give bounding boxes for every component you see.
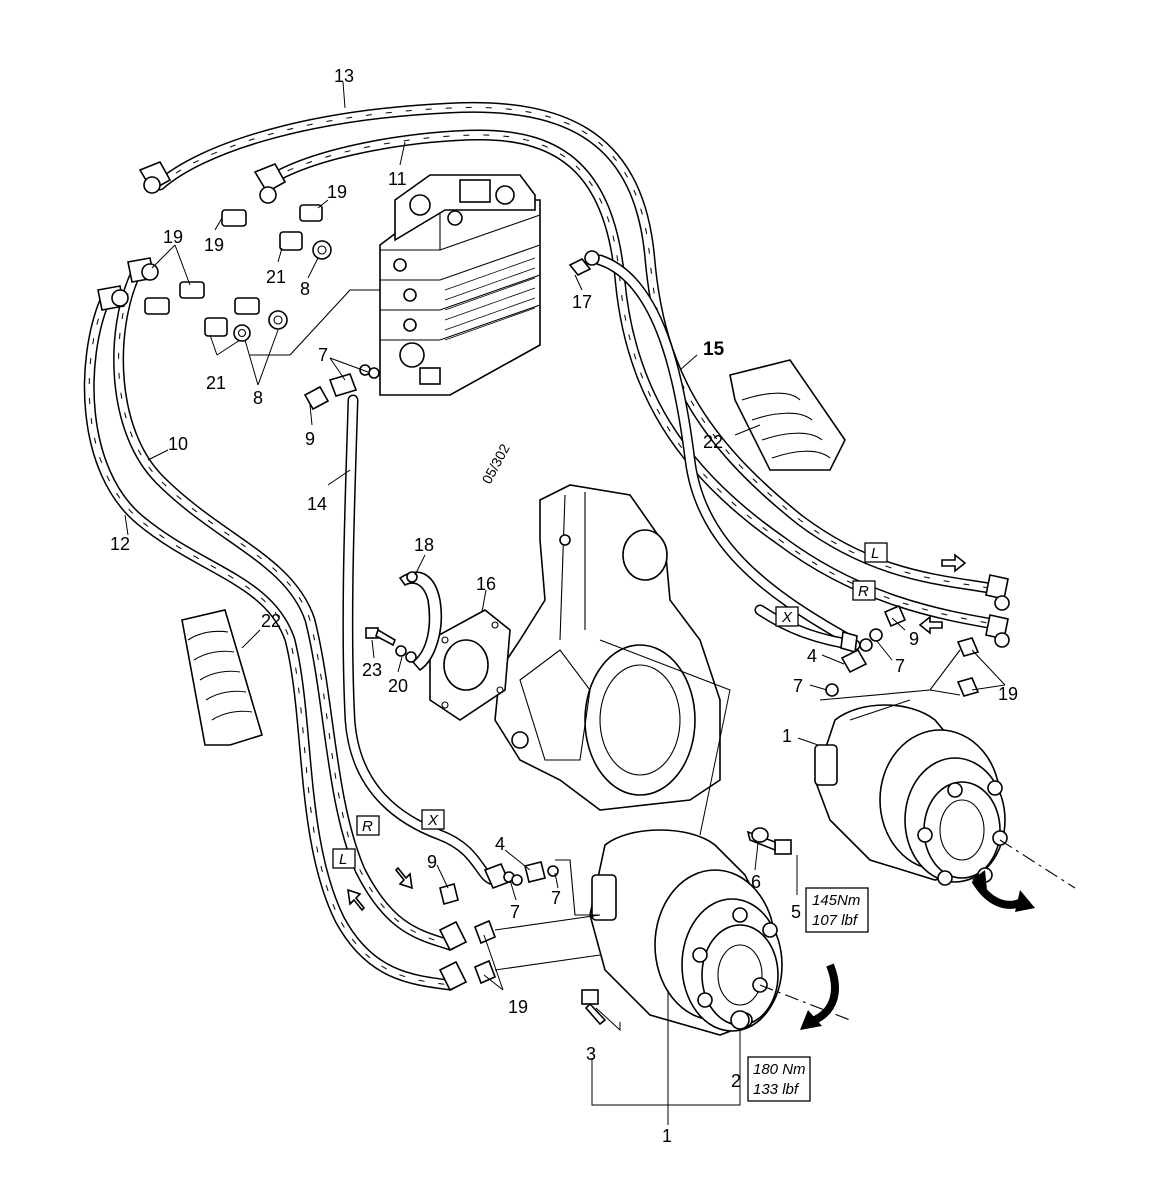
label-9-b: 9 xyxy=(909,629,919,649)
wheel-motor-right xyxy=(814,704,1076,889)
gasket-18 xyxy=(398,571,443,672)
label-23: 23 xyxy=(362,660,382,680)
label-6: 6 xyxy=(751,872,761,892)
hose-end-fittings xyxy=(97,160,1010,992)
hose-12 xyxy=(83,294,456,991)
port-tag-X-lower: X xyxy=(421,809,445,830)
label-19-a: 19 xyxy=(327,182,347,202)
label-21-a: 21 xyxy=(266,267,286,287)
label-13: 13 xyxy=(334,66,354,86)
label-19-d: 19 xyxy=(998,684,1018,704)
label-9-c: 9 xyxy=(427,852,437,872)
label-16: 16 xyxy=(476,574,496,594)
label-1-a: 1 xyxy=(782,726,792,746)
port-tag-L-lower: L xyxy=(332,848,356,869)
port-tag-R-lower: R xyxy=(356,815,380,836)
label-7-b: 7 xyxy=(895,656,905,676)
label-17: 17 xyxy=(572,292,592,312)
label-19-b: 19 xyxy=(204,235,224,255)
label-2: 2 xyxy=(731,1071,741,1091)
label-7-c: 7 xyxy=(793,676,803,696)
label-9-a: 9 xyxy=(305,429,315,449)
hose-10 xyxy=(113,269,456,951)
fittings-group-right xyxy=(819,604,980,701)
label-19-c: 19 xyxy=(163,227,183,247)
rotation-arrow-right xyxy=(971,870,1035,912)
control-valve-block xyxy=(379,174,600,396)
label-10: 10 xyxy=(168,434,188,454)
washer-20 xyxy=(395,645,417,663)
port-tag-L-upper: L xyxy=(864,542,888,563)
svg-text:X: X xyxy=(781,609,793,626)
port-tag-R-upper: R xyxy=(852,580,876,601)
label-22-a: 22 xyxy=(703,432,723,452)
wheel-motor-left xyxy=(589,829,851,1036)
label-1-b: 1 xyxy=(662,1126,672,1146)
torque-spec-nut-2: 180 Nm 133 lbf xyxy=(747,1056,811,1102)
label-21-b: 21 xyxy=(206,373,226,393)
torque-spec-bolt-5: 145Nm 107 lbf xyxy=(805,887,869,933)
bolt-3 xyxy=(581,989,607,1026)
port-tag-X-upper: X xyxy=(775,606,799,627)
svg-text:X: X xyxy=(427,812,439,829)
label-20: 20 xyxy=(388,676,408,696)
svg-text:L: L xyxy=(871,545,879,562)
protective-sleeve-22-right xyxy=(729,359,846,471)
svg-text:R: R xyxy=(858,583,869,600)
cover-plate-16 xyxy=(429,609,511,721)
nut-2 xyxy=(730,1010,750,1030)
figure-code: 05/302 xyxy=(479,441,513,487)
flow-arrows xyxy=(347,553,967,912)
hose-15 xyxy=(594,254,856,646)
hose-13 xyxy=(154,101,1006,596)
label-14: 14 xyxy=(307,494,327,514)
steering-knuckle xyxy=(494,484,721,811)
torque-5-lbf: 107 lbf xyxy=(812,912,859,929)
leader-lines xyxy=(124,81,1006,1125)
hose-14 xyxy=(342,394,501,886)
protective-sleeve-22-left xyxy=(181,609,263,746)
hose-11 xyxy=(264,129,1006,631)
bolt-23 xyxy=(365,627,396,647)
label-11: 11 xyxy=(388,169,407,189)
svg-text:L: L xyxy=(339,851,347,868)
label-8-a: 8 xyxy=(300,279,310,299)
torque-2-nm: 180 Nm xyxy=(753,1061,806,1078)
label-18: 18 xyxy=(414,535,434,555)
label-22-b: 22 xyxy=(261,611,281,631)
label-19-e: 19 xyxy=(508,997,528,1017)
label-7-a: 7 xyxy=(318,345,328,365)
label-8-b: 8 xyxy=(253,388,263,408)
rotation-arrow-left xyxy=(800,963,839,1030)
part-labels: 13 11 19 19 19 21 8 21 8 7 9 17 15 22 10… xyxy=(110,66,1018,1146)
label-7-d: 7 xyxy=(551,888,561,908)
torque-2-lbf: 133 lbf xyxy=(753,1081,800,1098)
label-4-b: 4 xyxy=(495,834,505,854)
svg-text:R: R xyxy=(362,818,373,835)
torque-5-nm: 145Nm xyxy=(812,892,860,909)
label-12: 12 xyxy=(110,534,130,554)
fittings-group-lower xyxy=(439,859,601,985)
label-3: 3 xyxy=(586,1044,596,1064)
label-5: 5 xyxy=(791,902,801,922)
fittings-group-left xyxy=(144,204,380,411)
label-7-e: 7 xyxy=(510,902,520,922)
label-4-a: 4 xyxy=(807,646,817,666)
washer-6 xyxy=(751,827,769,843)
label-15: 15 xyxy=(703,339,725,360)
